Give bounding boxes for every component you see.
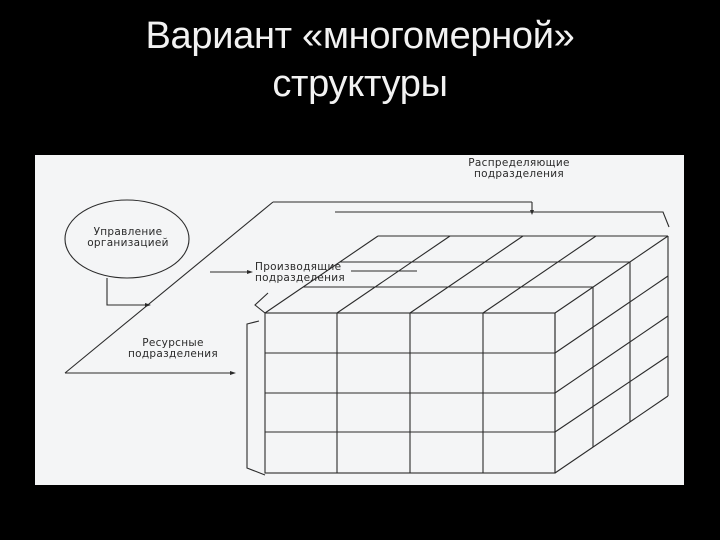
distributing-label: Распределяющие подразделения [449, 158, 589, 180]
slide-title-line-1: Вариант «многомерной» [145, 15, 575, 57]
management-ellipse [64, 199, 190, 279]
management-arrow-down [106, 278, 145, 306]
resource-diagonal [64, 201, 274, 374]
management-label: Управление организацией [83, 227, 173, 249]
slide-title: Вариант «многомерной» структуры [0, 12, 720, 108]
management-label-line-1: Управление [93, 226, 163, 238]
slide-title-line-2: структуры [272, 63, 448, 105]
distributing-label-line-2: подразделения [473, 168, 565, 180]
resource-label-line-2: подразделения [127, 348, 219, 360]
producing-label-line-1: Производящие [255, 261, 342, 273]
diagram-scan: Управление организацией Распределяющие п… [35, 155, 684, 485]
producing-label: Производящие подразделения [255, 262, 350, 284]
cube-right-face [554, 236, 669, 474]
cube-front-face [264, 312, 556, 474]
cube-diagram [64, 199, 670, 476]
resource-label: Ресурсные подразделения [123, 338, 223, 360]
producing-label-line-2: подразделения [255, 272, 346, 284]
resource-label-line-1: Ресурсные [142, 337, 204, 349]
management-label-line-2: организацией [87, 237, 169, 249]
distributing-label-line-1: Распределяющие [468, 157, 570, 169]
cube-top-face [254, 235, 669, 314]
